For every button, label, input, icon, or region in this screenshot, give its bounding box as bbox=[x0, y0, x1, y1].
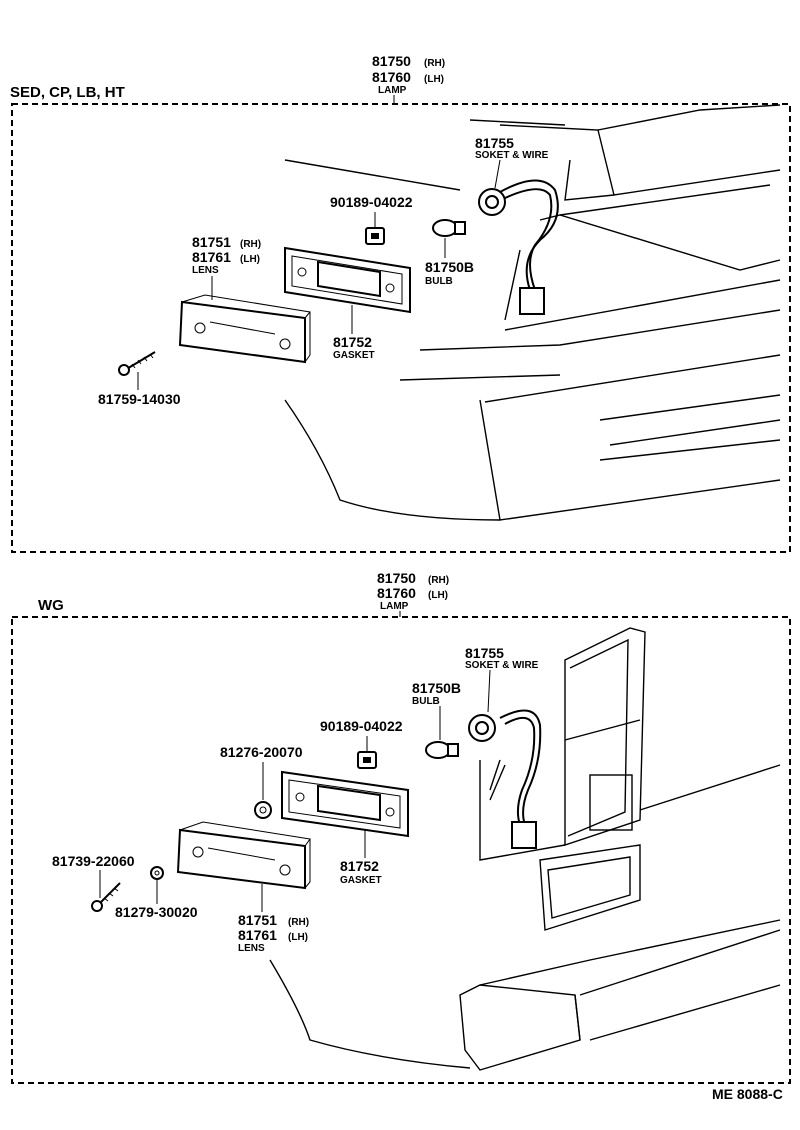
bulb bbox=[432, 219, 466, 237]
lens bbox=[176, 821, 311, 890]
bulb-number: 81750B bbox=[412, 680, 461, 696]
socket-number: 81755 bbox=[465, 645, 504, 661]
lamp-name: LAMP bbox=[378, 85, 407, 96]
gasket-name: GASKET bbox=[333, 350, 375, 361]
lens-lh-suffix: (LH) bbox=[240, 254, 260, 265]
lens bbox=[178, 294, 311, 364]
lamp-rh-suffix: (RH) bbox=[424, 58, 445, 69]
car-body-outline bbox=[269, 627, 781, 1071]
clip bbox=[357, 751, 377, 769]
lens-lh-number: 81761 bbox=[192, 249, 231, 265]
clip-number: 90189-04022 bbox=[320, 718, 403, 734]
gasket-number: 81752 bbox=[340, 858, 379, 874]
screw-number: 81759-14030 bbox=[98, 391, 181, 407]
small-nut-number: 81279-30020 bbox=[115, 904, 198, 920]
lens-name: LENS bbox=[192, 265, 219, 276]
lens-lh-number: 81761 bbox=[238, 927, 277, 943]
screw bbox=[118, 351, 156, 376]
section-frame bbox=[11, 103, 791, 553]
car-body-outline bbox=[284, 104, 781, 521]
nut-number: 81276-20070 bbox=[220, 744, 303, 760]
lamp-name: LAMP bbox=[380, 601, 409, 612]
socket-and-wire bbox=[478, 179, 559, 315]
screw bbox=[91, 882, 121, 912]
socket-number: 81755 bbox=[475, 135, 514, 151]
section-title: WG bbox=[38, 597, 64, 614]
section-sed-cp-lb-ht: SED, CP, LB, HT 81750 (RH) 81760 (LH) LA… bbox=[10, 53, 791, 553]
gasket bbox=[284, 246, 411, 314]
screw-number: 81739-22060 bbox=[52, 853, 135, 869]
gasket-name: GASKET bbox=[340, 875, 382, 886]
lamp-lh-suffix: (LH) bbox=[424, 74, 444, 85]
lens-rh-suffix: (RH) bbox=[240, 239, 261, 250]
lamp-lh-suffix: (LH) bbox=[428, 590, 448, 601]
section-title: SED, CP, LB, HT bbox=[10, 84, 125, 101]
section-frame bbox=[11, 616, 791, 1084]
lens-name: LENS bbox=[238, 943, 265, 954]
socket-name: SOKET & WIRE bbox=[465, 660, 539, 671]
small-nut bbox=[150, 866, 164, 880]
socket-and-wire bbox=[468, 709, 542, 849]
lens-rh-suffix: (RH) bbox=[288, 917, 309, 928]
section-wg: WG 81750 (RH) 81760 (LH) LAMP bbox=[11, 570, 791, 1084]
socket-connector bbox=[511, 821, 537, 849]
lamp-rh-suffix: (RH) bbox=[428, 575, 449, 586]
nut bbox=[254, 801, 272, 819]
bulb-name: BULB bbox=[412, 696, 440, 707]
lamp-lh-number: 81760 bbox=[372, 69, 411, 85]
clip-number: 90189-04022 bbox=[330, 194, 413, 210]
lens-rh-number: 81751 bbox=[238, 912, 277, 928]
lens-rh-number: 81751 bbox=[192, 234, 231, 250]
clip bbox=[365, 227, 385, 245]
bulb bbox=[425, 741, 459, 759]
socket-connector bbox=[519, 287, 545, 315]
lamp-rh-number: 81750 bbox=[372, 53, 411, 69]
bulb-number: 81750B bbox=[425, 259, 474, 275]
lamp-lh-number: 81760 bbox=[377, 585, 416, 601]
bulb-name: BULB bbox=[425, 276, 453, 287]
socket-name: SOKET & WIRE bbox=[475, 150, 549, 161]
diagram-code: ME 8088-C bbox=[712, 1086, 783, 1102]
lens-lh-suffix: (LH) bbox=[288, 932, 308, 943]
gasket bbox=[281, 770, 409, 838]
gasket-number: 81752 bbox=[333, 334, 372, 350]
lamp-rh-number: 81750 bbox=[377, 570, 416, 586]
